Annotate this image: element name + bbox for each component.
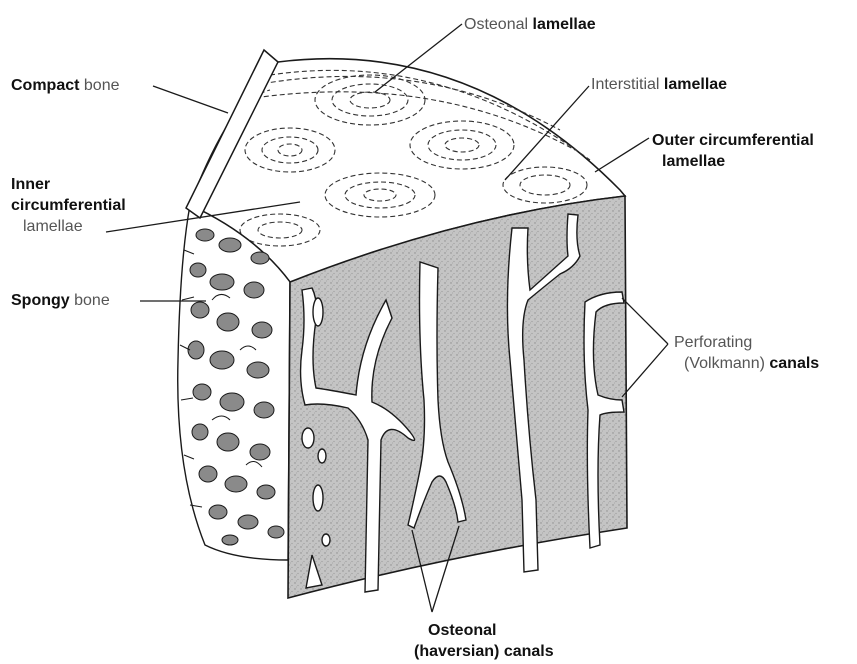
label-haversian-line2: (haversian) canals [414, 641, 554, 662]
leader-outer-circumferential [595, 138, 649, 172]
label-osteonal-lamellae: Osteonal lamellae [464, 14, 596, 35]
label-inner-circumferential: Inner circumferential lamellae [11, 174, 126, 237]
label-perforating-canals: Perforating (Volkmann) canals [674, 332, 819, 374]
label-compact-bone: Compact bone [11, 75, 120, 96]
label-spongy-normal: bone [74, 292, 110, 309]
label-perforating-volkmann: (Volkmann) [684, 355, 765, 372]
label-interstitial-lamellae: Interstitial lamellae [591, 74, 727, 95]
label-spongy-bold: Spongy [11, 292, 70, 309]
lacuna [313, 485, 323, 511]
lacuna [302, 428, 314, 448]
label-osteonal-lamellae-normal: Osteonal [464, 16, 528, 33]
label-interstitial-normal: Interstitial [591, 76, 659, 93]
label-perforating-line1: Perforating [674, 332, 819, 353]
label-inner-line2: circumferential [11, 195, 126, 216]
label-outer-line2: lamellae [652, 151, 814, 172]
lacuna [313, 298, 323, 326]
label-inner-line1: Inner [11, 174, 126, 195]
lacuna [322, 534, 330, 546]
label-perforating-canals-bold: canals [769, 355, 819, 372]
label-spongy-bone: Spongy bone [11, 290, 110, 311]
label-inner-line3: lamellae [11, 216, 126, 237]
label-compact-bone-bold: Compact [11, 77, 79, 94]
lacuna [318, 449, 326, 463]
leader-compact-bone [153, 86, 228, 113]
label-osteonal-lamellae-bold: lamellae [533, 16, 596, 33]
label-haversian-canals: Osteonal (haversian) canals [414, 620, 554, 662]
label-outer-line1: Outer circumferential [652, 130, 814, 151]
label-compact-bone-normal: bone [84, 77, 120, 94]
label-haversian-line1: Osteonal [414, 620, 554, 641]
leader-perforating [622, 298, 668, 397]
label-outer-circumferential: Outer circumferential lamellae [652, 130, 814, 172]
label-interstitial-bold: lamellae [664, 76, 727, 93]
label-perforating-line2: (Volkmann) canals [674, 353, 819, 374]
